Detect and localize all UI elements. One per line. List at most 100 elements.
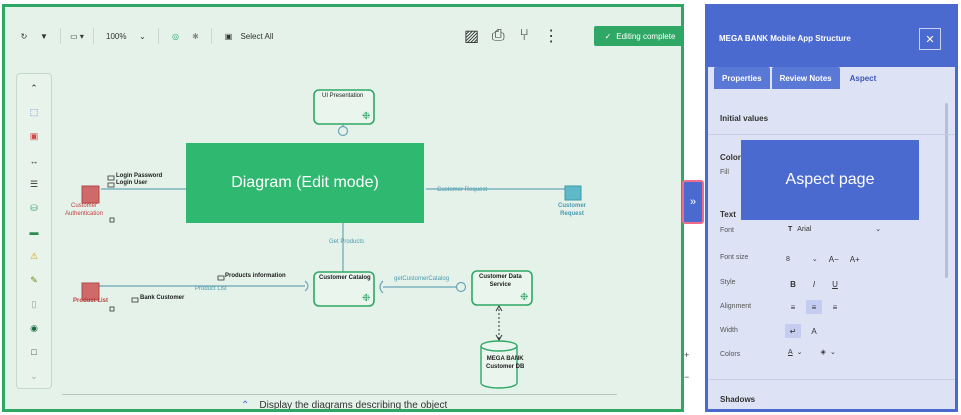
fill-color-icon[interactable]: ◈: [820, 349, 826, 356]
chevron-down-icon: ⌄: [811, 256, 818, 263]
customer-data-service-label: Customer Data Service: [479, 274, 522, 288]
storage-tool-icon[interactable]: ▬: [29, 227, 39, 238]
panel-scrollbar[interactable]: [945, 103, 948, 278]
display-icon[interactable]: ▭ ▾: [70, 31, 84, 41]
database-tool-icon[interactable]: ⛁: [30, 203, 38, 214]
get-customer-catalog-label: getCustomerCatalog: [394, 276, 450, 282]
display-diagrams-bar[interactable]: ⌃ Display the diagrams describing the ob…: [241, 395, 487, 411]
tool-palette: ⌃ ⬚ ▣ ↔ ☰ ⛁ ▬ ⚠ ✎ ▯ ◉ □ ⌄: [16, 73, 52, 389]
check-icon: ✓: [604, 31, 612, 41]
font-select[interactable]: T Arial ⌄: [788, 225, 882, 234]
style-label: Style: [720, 279, 736, 286]
component-tool-icon[interactable]: ⬚: [29, 107, 39, 118]
more-icon[interactable]: ⋮: [543, 28, 560, 45]
note-tool-icon[interactable]: ✎: [30, 274, 38, 285]
zoom-in-button[interactable]: +: [684, 350, 690, 360]
fill-label: Fill: [720, 169, 729, 176]
font-size-select[interactable]: 8 ⌄ A− A+: [786, 252, 868, 266]
share-icon[interactable]: ⑂: [519, 27, 529, 44]
login-user-label: Login User: [116, 180, 148, 186]
style-buttons: B I U: [785, 277, 848, 291]
filter-icon[interactable]: ▼: [40, 31, 48, 41]
image-icon[interactable]: ▨: [464, 28, 480, 45]
color-heading: Color: [720, 153, 741, 162]
aspect-content: Initial values Color Fill Text Font T Ar…: [708, 89, 955, 409]
zoom-out-button[interactable]: −: [684, 372, 690, 382]
underline-icon[interactable]: U: [832, 279, 838, 289]
width-label: Width: [720, 327, 738, 334]
double-chevron-right-icon: »: [689, 196, 697, 208]
customer-data-service-component[interactable]: [471, 270, 533, 306]
circle-tool-icon[interactable]: ◉: [30, 322, 38, 333]
close-icon[interactable]: ✕: [919, 28, 941, 50]
align-left-icon[interactable]: ≡: [790, 302, 796, 312]
expand-panel-button[interactable]: »: [682, 180, 704, 224]
bank-customer-label: Bank Customer: [140, 295, 185, 301]
decrease-font-icon[interactable]: A−: [828, 254, 839, 264]
tab-review-notes[interactable]: Review Notes: [771, 67, 840, 89]
print-icon[interactable]: ⎙: [491, 27, 505, 44]
toolbar-right: ▨ ⎙ ⑂ ⋮: [461, 21, 562, 51]
interface-port[interactable]: [455, 281, 467, 293]
section-divider: [708, 379, 955, 380]
select-all-button[interactable]: Select All: [240, 31, 274, 41]
tab-properties[interactable]: Properties: [714, 67, 770, 89]
editing-complete-button[interactable]: ✓ Editing complete: [594, 26, 681, 46]
increase-font-icon[interactable]: A+: [849, 254, 860, 264]
customer-catalog-component[interactable]: [313, 271, 375, 307]
mega-bank-db-label: MEGA BANK Customer DB: [486, 356, 525, 370]
document-tool-icon[interactable]: ☰: [29, 179, 39, 190]
display-diagrams-label: Display the diagrams describing the obje…: [259, 399, 448, 411]
layout-icon[interactable]: ✱: [192, 31, 199, 41]
panel-tabs: Properties Review Notes Aspect: [714, 67, 886, 89]
customer-authentication-label: Customer Authentication: [65, 203, 104, 217]
warning-tool-icon[interactable]: ⚠: [29, 250, 39, 261]
chevron-down-icon: ⌄: [875, 226, 882, 233]
ui-presentation-component[interactable]: [313, 89, 375, 125]
toolbar-divider: [158, 28, 160, 44]
bold-icon[interactable]: B: [790, 279, 796, 289]
font-value: Arial: [797, 225, 812, 233]
product-list-flow-label: Product List: [195, 286, 227, 292]
panel-title: MEGA BANK Mobile App Structure: [719, 34, 851, 43]
font-label: Font: [720, 227, 735, 234]
fit-text-icon[interactable]: A: [811, 326, 817, 336]
product-list-actor[interactable]: [81, 282, 100, 301]
get-products-label: Get Products: [329, 239, 365, 245]
width-buttons: ↵ A: [785, 324, 827, 338]
font-size-value: 8: [786, 255, 790, 263]
link-icon[interactable]: ◎: [171, 31, 179, 41]
align-right-icon[interactable]: ≡: [832, 302, 838, 312]
page-tool-icon[interactable]: ▯: [31, 298, 37, 309]
italic-icon[interactable]: I: [812, 279, 816, 289]
frame-tool-icon[interactable]: □: [31, 347, 37, 358]
shadows-heading: Shadows: [720, 395, 756, 404]
select-all-icon[interactable]: ▣: [224, 31, 233, 41]
tab-aspect[interactable]: Aspect: [841, 67, 885, 89]
colors-label: Colors: [720, 351, 741, 358]
database-node[interactable]: [480, 346, 518, 389]
align-center-icon[interactable]: ≡: [806, 300, 822, 314]
chevron-down-icon[interactable]: ⌄: [30, 370, 38, 381]
chevron-down-icon[interactable]: ⌄: [139, 31, 146, 41]
ui-presentation-label: UI Presentation: [322, 93, 364, 99]
wrap-text-icon[interactable]: ↵: [785, 324, 801, 338]
toolbar-divider: [93, 28, 94, 44]
customer-authentication-actor[interactable]: [81, 185, 100, 204]
chevron-down-icon[interactable]: ⌄: [829, 349, 836, 356]
diagram-toolbar: ↻ ▼ ▭ ▾ 100% ⌄ ◎ ✱ ▣ Select All: [14, 21, 681, 51]
port-tool-icon[interactable]: ↔: [29, 155, 39, 166]
chevron-down-icon[interactable]: ⌄: [796, 349, 803, 356]
editing-complete-label: Editing complete: [616, 31, 676, 41]
chevron-up-icon[interactable]: ⌃: [30, 83, 38, 94]
diagram-editor[interactable]: ↻ ▼ ▭ ▾ 100% ⌄ ◎ ✱ ▣ Select All ▨ ⎙ ⑂ ⋮ …: [2, 4, 684, 412]
zoom-level[interactable]: 100%: [106, 31, 127, 41]
interface-port[interactable]: [337, 125, 349, 137]
diagram-canvas[interactable]: ❉ ❉ ❉: [5, 7, 684, 412]
actor-tool-icon[interactable]: ▣: [29, 131, 39, 142]
products-information-label: Products information: [225, 273, 286, 279]
customer-request-node[interactable]: [564, 185, 582, 201]
refresh-icon[interactable]: ↻: [20, 31, 28, 41]
text-color-icon[interactable]: A: [788, 348, 793, 356]
alignment-label: Alignment: [720, 303, 752, 310]
